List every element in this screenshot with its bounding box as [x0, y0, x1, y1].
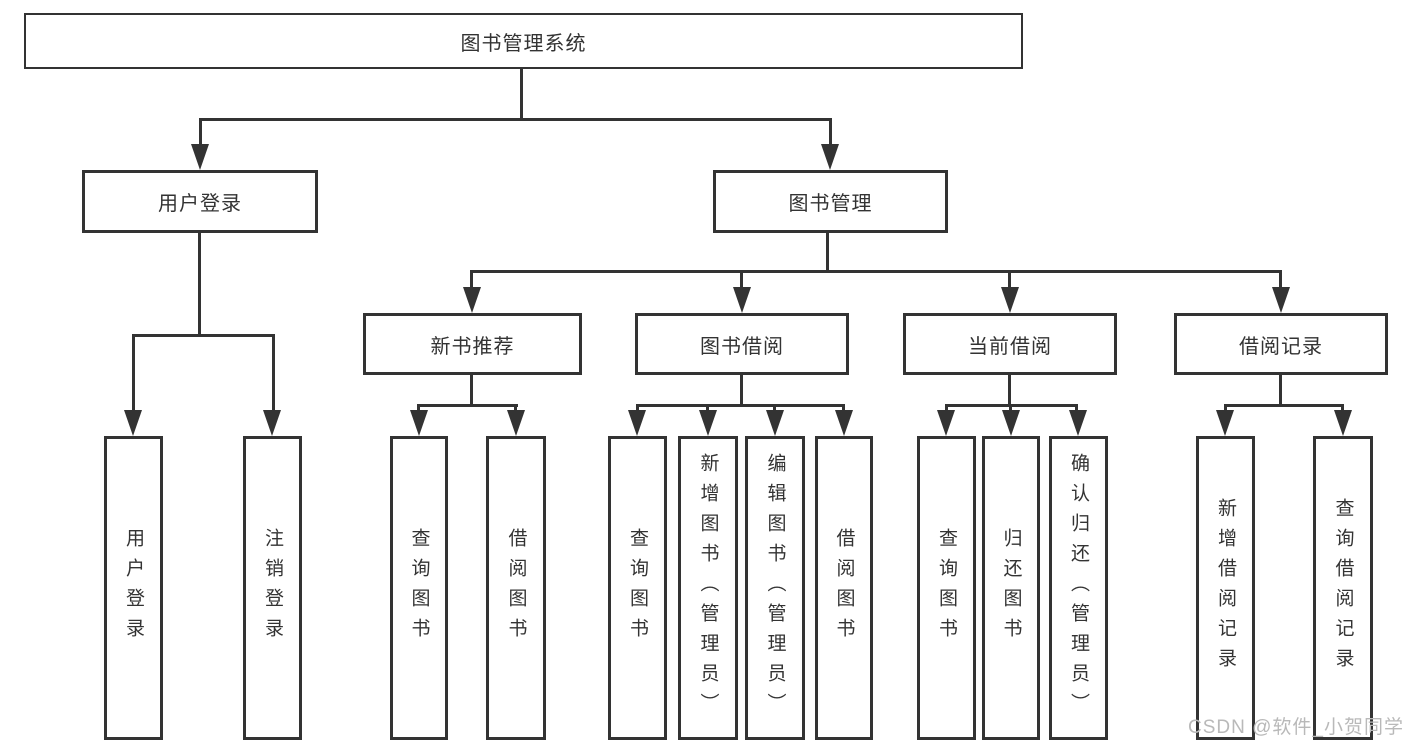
connector-book-borrow-drop-3 — [773, 404, 776, 414]
connector-book-mgmt-rail — [470, 270, 1282, 273]
connector-book-borrow-rail — [636, 404, 845, 407]
leaf-logout-label: 注销登录 — [262, 528, 283, 648]
connector-borrow-record-stem — [1279, 375, 1282, 406]
arrow-to-current-borrow — [1001, 287, 1019, 313]
node-borrow-record-label: 借阅记录 — [1239, 335, 1323, 358]
connector-root-drop-right — [829, 118, 832, 148]
arrow-to-new-book-rec — [463, 287, 481, 313]
leaf-query-books-b-label: 查询图书 — [627, 528, 648, 648]
arrow-to-leaf-borrow-books-a — [507, 410, 525, 436]
connector-borrow-record-drop-2 — [1341, 404, 1344, 414]
arrow-to-leaf-return-books — [1002, 410, 1020, 436]
leaf-return-books: 归还图书 — [982, 436, 1040, 740]
leaf-query-books-a-label: 查询图书 — [408, 528, 430, 648]
connector-user-login-rail — [132, 334, 275, 337]
connector-current-borrow-stem — [1008, 375, 1011, 406]
arrow-to-leaf-add-borrow-record — [1216, 410, 1234, 436]
node-book-borrow: 图书借阅 — [635, 313, 849, 375]
connector-current-borrow-drop-2 — [1009, 404, 1012, 414]
arrow-to-leaf-query-books-b — [628, 410, 646, 436]
node-borrow-record: 借阅记录 — [1174, 313, 1388, 375]
leaf-borrow-books-a: 借阅图书 — [486, 436, 546, 740]
connector-root-rail — [199, 118, 832, 121]
node-user-login-label: 用户登录 — [158, 193, 242, 215]
arrow-to-book-mgmt — [821, 144, 839, 170]
arrow-to-leaf-confirm-return-admin — [1069, 410, 1087, 436]
leaf-confirm-return-admin: 确认归还（管理员） — [1049, 436, 1108, 740]
leaf-edit-books-admin-label: 编辑图书（管理员） — [764, 453, 786, 723]
leaf-user-login: 用户登录 — [104, 436, 163, 740]
connector-book-mgmt-stem — [826, 233, 829, 272]
leaf-user-login-label: 用户登录 — [123, 528, 144, 648]
csdn-watermark: CSDN @软件_小贺同学 — [1188, 717, 1404, 738]
connector-book-borrow-drop-4 — [842, 404, 845, 414]
arrow-to-borrow-record — [1272, 287, 1290, 313]
connector-book-borrow-drop-2 — [706, 404, 709, 414]
connector-book-borrow-drop-1 — [636, 404, 639, 414]
leaf-logout: 注销登录 — [243, 436, 302, 740]
leaf-add-borrow-record: 新增借阅记录 — [1196, 436, 1255, 740]
arrow-to-leaf-add-books-admin — [699, 410, 717, 436]
leaf-borrow-books-b: 借阅图书 — [815, 436, 873, 740]
connector-book-mgmt-drop-4 — [1279, 270, 1282, 292]
connector-user-login-drop-1 — [132, 334, 135, 414]
connector-current-borrow-drop-1 — [945, 404, 948, 414]
node-root-label: 图书管理系统 — [460, 32, 587, 55]
node-book-mgmt: 图书管理 — [713, 170, 948, 233]
arrow-to-leaf-logout — [263, 410, 281, 436]
arrow-to-leaf-edit-books-admin — [766, 410, 784, 436]
leaf-borrow-books-a-label: 借阅图书 — [505, 528, 527, 648]
node-book-mgmt-label: 图书管理 — [788, 193, 873, 215]
leaf-borrow-books-b-label: 借阅图书 — [833, 528, 855, 648]
leaf-add-borrow-record-label: 新增借阅记录 — [1215, 498, 1236, 678]
connector-current-borrow-drop-3 — [1075, 404, 1078, 414]
connector-user-login-stem — [198, 233, 201, 336]
leaf-add-books-admin-label: 新增图书（管理员） — [697, 453, 719, 723]
node-book-borrow-label: 图书借阅 — [700, 335, 784, 358]
connector-new-book-rec-rail — [417, 404, 518, 407]
leaf-confirm-return-admin-label: 确认归还（管理员） — [1068, 453, 1089, 723]
node-new-book-rec-label: 新书推荐 — [430, 335, 515, 358]
arrow-to-book-borrow — [733, 287, 751, 313]
connector-book-mgmt-drop-2 — [740, 270, 743, 292]
node-current-borrow-label: 当前借阅 — [968, 335, 1052, 358]
connector-new-book-rec-drop-1 — [417, 404, 420, 414]
node-new-book-rec: 新书推荐 — [363, 313, 582, 375]
connector-root-stem — [520, 69, 523, 120]
arrow-to-user-login — [191, 144, 209, 170]
leaf-query-books-b: 查询图书 — [608, 436, 667, 740]
arrow-to-leaf-query-books-c — [937, 410, 955, 436]
connector-borrow-record-rail — [1224, 404, 1343, 407]
connector-root-drop-left — [199, 118, 202, 148]
leaf-add-books-admin: 新增图书（管理员） — [678, 436, 738, 740]
leaf-edit-books-admin: 编辑图书（管理员） — [745, 436, 805, 740]
leaf-query-books-a: 查询图书 — [390, 436, 448, 740]
arrow-to-leaf-query-books-a — [410, 410, 428, 436]
connector-book-borrow-stem — [740, 375, 743, 406]
leaf-return-books-label: 归还图书 — [1000, 528, 1022, 648]
connector-borrow-record-drop-1 — [1224, 404, 1227, 414]
leaf-query-books-c: 查询图书 — [917, 436, 976, 740]
connector-user-login-drop-2 — [272, 334, 275, 414]
connector-new-book-rec-stem — [470, 375, 473, 406]
node-user-login: 用户登录 — [82, 170, 318, 233]
arrow-to-leaf-borrow-books-b — [835, 410, 853, 436]
leaf-query-books-c-label: 查询图书 — [936, 528, 957, 648]
connector-book-mgmt-drop-1 — [470, 270, 473, 292]
arrow-to-leaf-user-login — [124, 410, 142, 436]
node-current-borrow: 当前借阅 — [903, 313, 1117, 375]
node-root: 图书管理系统 — [24, 13, 1023, 69]
leaf-query-borrow-record: 查询借阅记录 — [1313, 436, 1373, 740]
connector-new-book-rec-drop-2 — [514, 404, 517, 414]
leaf-query-borrow-record-label: 查询借阅记录 — [1332, 498, 1354, 678]
arrow-to-leaf-query-borrow-record — [1334, 410, 1352, 436]
connector-book-mgmt-drop-3 — [1008, 270, 1011, 292]
